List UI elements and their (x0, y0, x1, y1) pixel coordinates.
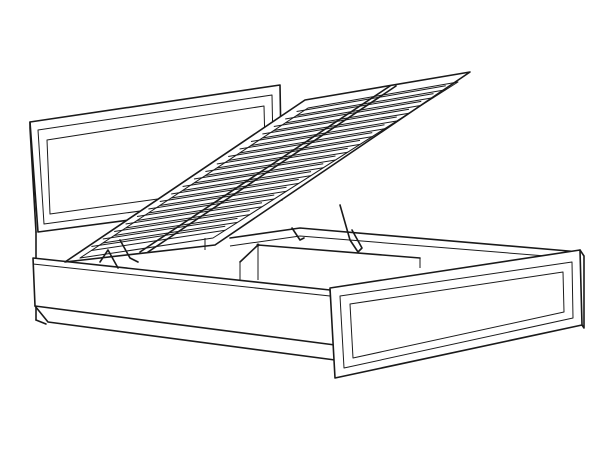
slat-edge (125, 202, 263, 225)
slat-edge (205, 147, 348, 172)
slat-edge (148, 190, 287, 214)
slats (91, 85, 446, 251)
slat-edge (125, 206, 263, 229)
slat-edge (159, 178, 299, 202)
slat-edge (250, 120, 397, 146)
slat-edge (228, 136, 373, 161)
slat-edge (136, 194, 275, 217)
slat-edge (205, 151, 348, 176)
gas-lift-mechanism (99, 204, 363, 269)
slat-edge (114, 210, 250, 232)
side-rail (32, 257, 336, 361)
slat-edge (148, 186, 287, 210)
slat-edge (193, 155, 336, 180)
slat-edge (159, 182, 299, 206)
lifted-slatted-base (64, 71, 471, 263)
slat-edge (216, 139, 361, 165)
slat-edge (216, 143, 361, 169)
slat-edge (193, 159, 336, 184)
slat-edge (171, 171, 312, 195)
slat-edge (228, 132, 373, 157)
slat-edge (239, 128, 385, 154)
slat-edge (102, 217, 238, 240)
slat-edge (182, 163, 324, 187)
slat-edge (182, 167, 324, 191)
slat-edge (91, 225, 226, 247)
footboard (329, 249, 585, 379)
slat-edge (171, 175, 312, 199)
slat-edge (136, 198, 275, 221)
bolt-mark (256, 243, 260, 247)
